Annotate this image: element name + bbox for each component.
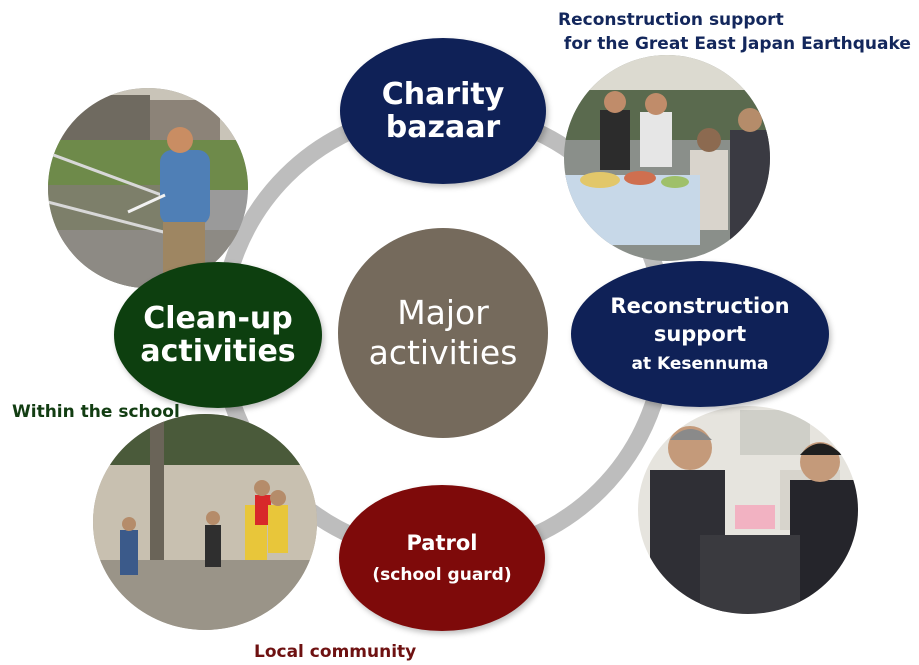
- center-label-line1: Major: [397, 293, 489, 332]
- reconstruction-label-line3: at Kesennuma: [631, 354, 769, 374]
- donation-photo: [638, 406, 858, 614]
- earthquake-caption-line1: Reconstruction support: [558, 10, 784, 30]
- center-label-line2: activities: [368, 333, 518, 372]
- charity-label-line1: Charity: [381, 77, 505, 112]
- reconstruction-label-line1: Reconstruction: [610, 294, 790, 318]
- major-activities-center: Major activities: [338, 228, 548, 438]
- patrol-label-line1: Patrol: [406, 531, 478, 555]
- school-guard-photo: [93, 414, 317, 630]
- reconstruction-label-line2: support: [653, 322, 747, 346]
- local-community-caption: Local community: [254, 642, 417, 662]
- reconstruction-support-node: Reconstruction support at Kesennuma: [571, 261, 829, 407]
- patrol-label-line2: (school guard): [372, 565, 512, 585]
- charity-bazaar-node: Charity bazaar: [340, 38, 546, 184]
- patrol-node: Patrol (school guard): [339, 485, 545, 631]
- cleanup-label-line2: activities: [140, 334, 296, 369]
- earthquake-caption: Reconstruction support for the Great Eas…: [558, 8, 911, 56]
- charity-label-line2: bazaar: [385, 110, 501, 145]
- cleanup-label-line1: Clean-up: [143, 301, 293, 336]
- cleanup-photo: [48, 88, 248, 288]
- within-school-caption: Within the school: [12, 402, 180, 422]
- earthquake-caption-line2: for the Great East Japan Earthquake: [558, 34, 911, 54]
- bazaar-photo: [564, 55, 770, 261]
- cleanup-activities-node: Clean-up activities: [114, 262, 322, 408]
